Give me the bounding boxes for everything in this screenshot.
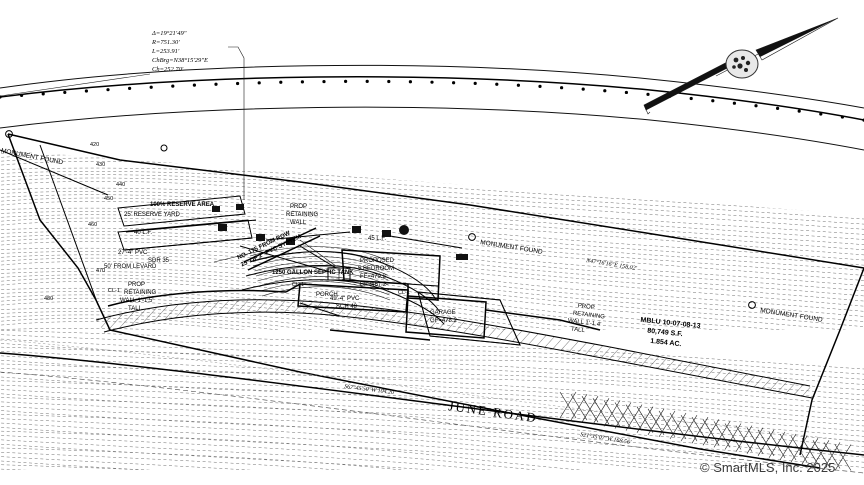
contour-430: 430 — [96, 162, 105, 168]
bearing-label-ne: N47°16'16"E 158.02' — [585, 257, 638, 272]
curve-chord-bearing: ChBrg=N38°15'29"E — [152, 57, 208, 64]
contour-440: 440 — [116, 182, 125, 188]
rw-right-1: PROP — [577, 303, 595, 311]
contour-470: 470 — [96, 268, 105, 274]
contour-460: 460 — [88, 222, 97, 228]
monument-label-right: MONUMENT FOUND — [760, 307, 824, 324]
rw-left-1: PROP — [128, 282, 145, 288]
label-garage: GARAGE — [430, 310, 456, 316]
watermark: © SmartMLS, Inc. 2025 — [700, 460, 835, 475]
label-cl-pvc-1: CL-1 — [108, 288, 120, 294]
label-bedroom-count: 5 BEDROOM — [358, 266, 394, 272]
watermark-text: © SmartMLS, Inc. 2025 — [700, 460, 835, 475]
label-ff-elevation: FF=479.2 — [360, 274, 387, 280]
retaining-walls — [107, 283, 601, 341]
parcel-info-block: MBLU 10-07-08-13 80,749 S.F. 1.854 AC. — [640, 317, 701, 348]
curve-length: L=253.91' — [151, 48, 180, 55]
north-arrow-icon — [643, 17, 839, 115]
monument-text-2: MONUMENT FOUND — [760, 307, 824, 324]
rw-left-3: WALL 1'-1.5' — [120, 298, 154, 304]
contour-field-upper — [0, 150, 864, 330]
rw-right-2: RETAINING — [572, 311, 605, 321]
monument-symbols — [5, 130, 756, 309]
contour-480: 480 — [44, 296, 53, 302]
curve-radius: R=751.30' — [151, 39, 180, 46]
distribution-boxes — [212, 204, 468, 260]
label-proposed: PROPOSED — [360, 258, 395, 264]
curve-delta: Δ=19°21'49" — [151, 30, 187, 37]
driveway-apron — [417, 291, 521, 346]
label-pipe-2: 27'-4" PVC — [118, 250, 148, 256]
bearing-text-1: S21°35'07"W 168.56' — [580, 431, 633, 446]
label-pipe-3: SDR 35 — [148, 258, 170, 264]
rw-left-4: TALL — [128, 306, 143, 312]
label-pipe-7: SCH 40 — [336, 304, 358, 310]
rw-mid-2: RETAINING — [286, 212, 319, 218]
rw-left-2: RETAINING — [124, 290, 157, 296]
contour-labels: 420 430 440 450 460 470 480 — [44, 142, 125, 302]
stone-wall — [0, 76, 864, 122]
curve-chord: Ch=252.70' — [152, 66, 184, 73]
rw-right-4: TALL — [571, 327, 586, 335]
retaining-wall-label-right: PROP RETAINING WALL 1'-1.4' TALL — [568, 303, 606, 335]
label-cl-pvc-2: CL-1 — [292, 282, 304, 288]
upper-roadway — [0, 64, 864, 151]
house-labels: PROPOSED 5 BEDROOM FF=479.2 BF=467.2 POR… — [316, 258, 458, 324]
parcel-area-ac: 1.854 AC. — [650, 338, 682, 348]
leach-callout-bar — [243, 227, 321, 271]
property-boundary — [0, 133, 864, 469]
rw-mid-3: WALL — [290, 220, 307, 226]
septic-tank — [299, 239, 351, 281]
retaining-wall-label-left: PROP RETAINING WALL 1'-1.5' TALL — [120, 282, 157, 312]
label-pipe-4: 50' FROM LEVARD — [104, 264, 157, 270]
rw-right-3: WALL 1'-1.4' — [568, 318, 602, 328]
june-road — [0, 339, 864, 474]
label-pipe-6: 49'-4" PVC — [330, 296, 360, 302]
label-septic-tank-1: 1250 GALLON SEPTIC TANK — [272, 270, 354, 276]
driveway — [95, 299, 813, 399]
retaining-wall-label-mid: PROP RETAINING WALL — [286, 204, 319, 226]
parcel-area-sf: 80,749 S.F. — [647, 328, 683, 339]
road-slope-ticks — [559, 391, 852, 471]
label-cl-pvc-3: CL-1 — [398, 290, 410, 296]
label-porch: PORCH — [316, 292, 338, 298]
utility-lines — [125, 219, 463, 273]
label-pipe-1: 40 L.F. — [134, 230, 152, 236]
contour-450: 450 — [104, 196, 113, 202]
label-pipe-8: 25' RESERVE YARD — [124, 212, 181, 218]
label-garage-elevation: GF=478.2 — [430, 318, 458, 324]
label-pipe-5: 45 L.F. — [368, 236, 386, 242]
contour-420: 420 — [90, 142, 99, 148]
curve-data-table: Δ=19°21'49" R=751.30' L=253.91' ChBrg=N3… — [151, 30, 208, 73]
rw-mid-1: PROP — [290, 204, 307, 210]
bearing-text-0: N47°16'16"E 158.02' — [585, 257, 638, 272]
bearing-label-sw: S21°35'07"W 168.56' — [580, 431, 633, 446]
curve-leader — [0, 46, 245, 200]
label-bf-elevation: BF=467.2 — [360, 282, 387, 288]
label-reserve-area: 100% RESERVE AREA — [150, 202, 215, 208]
garage-footprint — [405, 295, 487, 339]
